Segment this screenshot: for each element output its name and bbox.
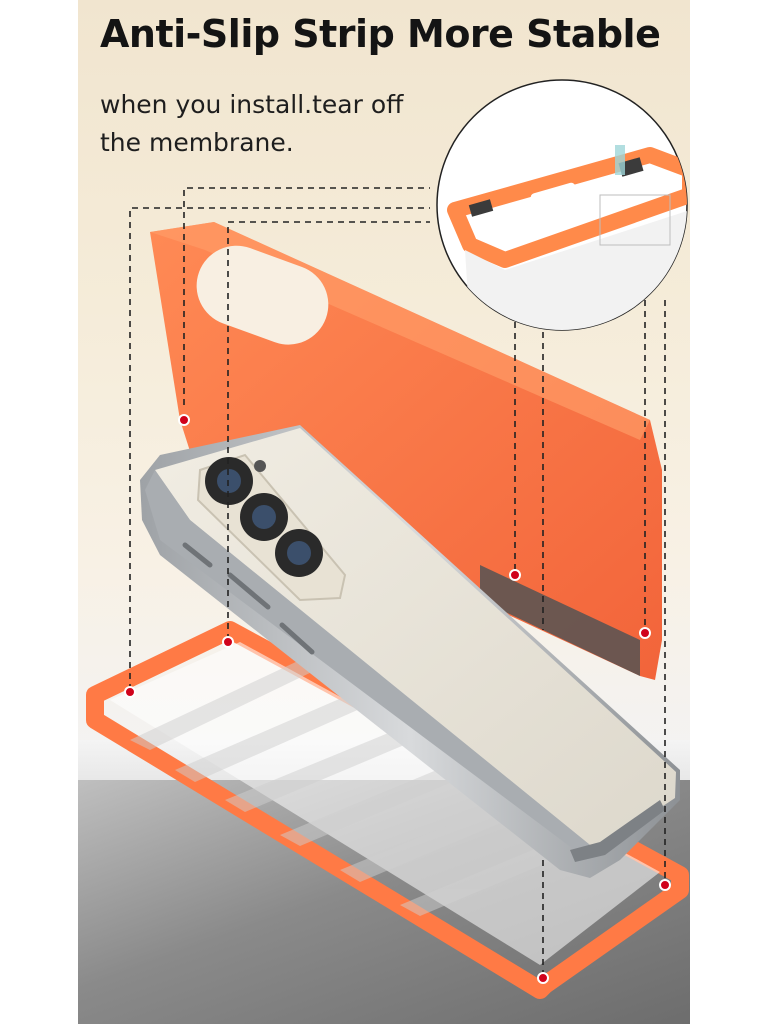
anti-slip-strip-back <box>480 565 640 676</box>
anti-slip-strip-pin-icon <box>222 636 234 648</box>
anti-slip-strip-pins <box>124 414 671 984</box>
camera-cutout <box>196 245 329 345</box>
magnifier-circle-icon <box>436 79 688 331</box>
guide-lines <box>129 187 666 978</box>
back-case-half <box>150 222 662 680</box>
anti-slip-strip-pin-icon <box>178 414 190 426</box>
camera-module <box>196 453 347 602</box>
headline: Anti-Slip Strip More Stable <box>100 12 661 56</box>
anti-slip-strip-pin-icon <box>537 972 549 984</box>
anti-slip-strip-pin-icon <box>639 627 651 639</box>
subtext: when you install.tear off the membrane. <box>100 90 404 157</box>
folded-phone <box>140 425 680 878</box>
anti-slip-strip-pin-icon <box>659 879 671 891</box>
anti-slip-strip-pin-icon <box>509 569 521 581</box>
anti-slip-strip-pin-icon <box>124 686 136 698</box>
